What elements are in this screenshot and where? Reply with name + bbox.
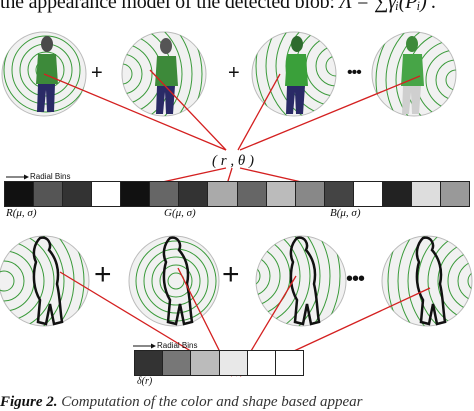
shape-blob-3 xyxy=(255,235,347,327)
caption-text: Computation of the color and shape based… xyxy=(61,394,363,410)
intro-sentence: the appearance model of the detected blo… xyxy=(0,0,436,14)
rgb-bin-16 xyxy=(440,182,469,206)
rgb-bin-1 xyxy=(5,182,35,206)
shape-bin-1 xyxy=(135,351,164,375)
rgb-bin-7 xyxy=(179,182,209,206)
red-histogram-label: R(μ, σ) xyxy=(6,207,37,219)
shape-blob-2 xyxy=(128,235,220,327)
color-blob-4 xyxy=(371,31,457,117)
plus-sign-bottom-2: + xyxy=(222,258,240,291)
caption-prefix: Figure 2. xyxy=(0,394,58,410)
red-arrows-top xyxy=(43,69,421,196)
rgb-bin-13 xyxy=(353,182,383,206)
rgb-bin-6 xyxy=(150,182,180,206)
shape-histogram-label: δ(r) xyxy=(137,376,153,387)
shape-blob-1 xyxy=(0,235,90,327)
radial-bins-arrow-bottom xyxy=(133,343,156,349)
rgb-histogram-strip xyxy=(4,181,470,207)
rgb-bin-15 xyxy=(411,182,441,206)
shape-histogram-strip xyxy=(134,350,304,376)
appearance-formula: Λ = ∑γᵢ(Pᵢ) . xyxy=(339,0,437,13)
rgb-bin-14 xyxy=(382,182,412,206)
rgb-bin-10 xyxy=(266,182,296,206)
color-blob-3 xyxy=(251,31,337,117)
rgb-bin-3 xyxy=(63,182,93,206)
intro-text: the appearance model of the detected blo… xyxy=(0,0,335,13)
color-blob-1 xyxy=(1,31,87,117)
ellipsis-bottom: ••• xyxy=(346,268,365,290)
figure-caption: Figure 2. Computation of the color and s… xyxy=(0,394,363,411)
green-histogram-label: G(μ, σ) xyxy=(164,207,196,219)
rgb-bin-4 xyxy=(92,182,122,206)
shape-bin-3 xyxy=(191,351,220,375)
radial-bins-label-top: Radial Bins xyxy=(30,172,71,181)
rgb-bin-11 xyxy=(295,182,325,206)
shape-bin-2 xyxy=(163,351,192,375)
rgb-bin-2 xyxy=(34,182,64,206)
plus-sign-top-1: + xyxy=(91,62,103,84)
blue-histogram-label: B(μ, σ) xyxy=(330,207,361,219)
shape-blob-4 xyxy=(381,235,473,327)
rgb-bin-8 xyxy=(208,182,238,206)
shape-bin-5 xyxy=(247,351,276,375)
plus-sign-bottom-1: + xyxy=(94,258,112,291)
plus-sign-top-2: + xyxy=(228,62,240,84)
radial-bins-arrow-top xyxy=(6,174,29,180)
rgb-bin-5 xyxy=(121,182,151,206)
shape-bin-6 xyxy=(275,351,304,375)
ellipsis-top: ••• xyxy=(347,64,362,81)
color-blob-2 xyxy=(121,31,207,117)
rgb-bin-9 xyxy=(237,182,267,206)
shape-bin-4 xyxy=(219,351,248,375)
rgb-bin-12 xyxy=(324,182,354,206)
radial-bins-label-bottom: Radial Bins xyxy=(157,341,198,350)
polar-coordinates-label: ( r , θ ) xyxy=(212,153,254,169)
